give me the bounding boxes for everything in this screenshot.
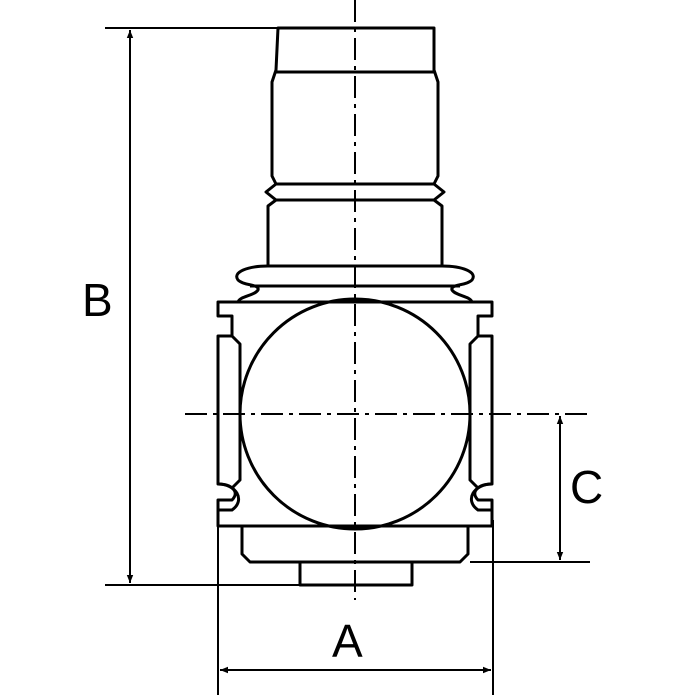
bottom-plate [240, 526, 470, 564]
bottom-plug [298, 562, 414, 587]
dimension-a-label: A [332, 615, 363, 667]
dimension-b-label: B [82, 274, 113, 326]
right-clip [470, 482, 493, 512]
left-clip [217, 482, 240, 512]
bonnet [266, 198, 444, 268]
dimension-c-label: C [570, 461, 603, 513]
gauge-port-circle [238, 297, 472, 531]
regulator-outline [216, 26, 494, 587]
knob-grip-notch [264, 182, 446, 202]
